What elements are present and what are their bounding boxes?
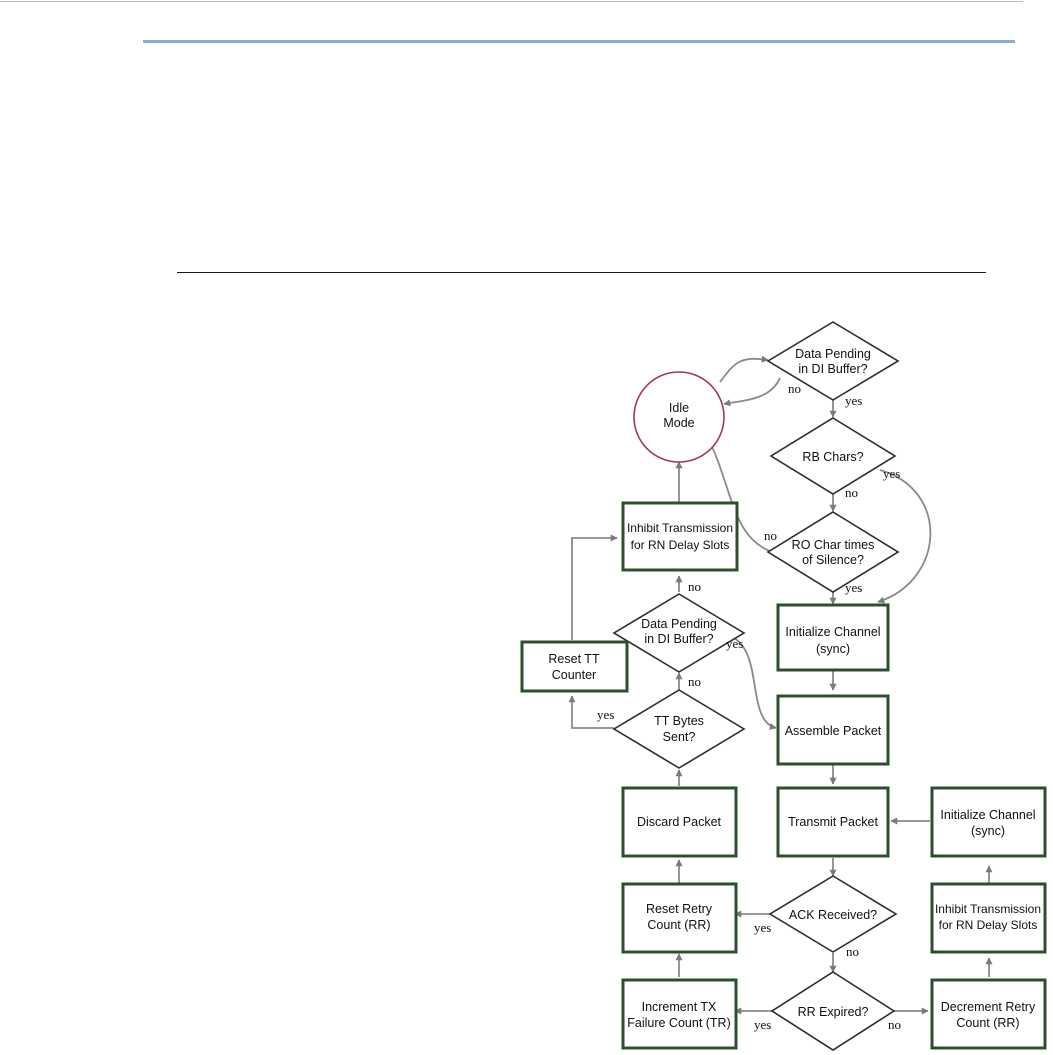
inhibit-left-line-2: for RN Delay Slots xyxy=(631,538,730,552)
edge-pending-left-yes-to-assemble xyxy=(729,635,777,730)
box-transmit xyxy=(776,786,890,858)
ro-char-line-2: of Silence? xyxy=(802,553,864,567)
label-rr-expired-no: no xyxy=(888,1017,901,1032)
idle-mode-line-2: Mode xyxy=(663,416,694,430)
box-increment-tx xyxy=(621,978,738,1050)
label-ack-yes: yes xyxy=(754,920,771,935)
box-decrement-retry xyxy=(930,978,1047,1050)
label-rr-expired-yes: yes xyxy=(754,1017,771,1032)
decision-tt-bytes-sent xyxy=(612,689,746,769)
edge-pending-top-no-to-idle xyxy=(723,377,781,407)
pending-top-line-1: Data Pending xyxy=(795,347,871,361)
ro-char-line-1: RO Char times xyxy=(792,538,875,552)
idle-mode-node: Idle Mode xyxy=(633,371,725,463)
label-ro-char-no: no xyxy=(764,528,777,543)
decision-ro-char-silence xyxy=(766,511,900,593)
rr-expired-label: RR Expired? xyxy=(798,1005,869,1019)
box-init-channel-right xyxy=(930,786,1047,858)
increment-tx-line-1: Increment TX xyxy=(642,1000,717,1014)
decision-data-pending-left xyxy=(612,593,746,673)
label-tt-bytes-no: no xyxy=(688,674,701,689)
reset-tt-line-2: Counter xyxy=(552,668,596,682)
ack-received-label: ACK Received? xyxy=(789,908,877,922)
reset-tt-line-1: Reset TT xyxy=(548,652,600,666)
flowchart-diagram: Idle Mode Data Pending in DI Buffer? RB … xyxy=(505,304,1053,1055)
decrement-retry-line-1: Decrement Retry xyxy=(941,1000,1036,1014)
label-rb-chars-no: no xyxy=(845,485,858,500)
decision-rr-expired xyxy=(770,971,896,1051)
box-discard xyxy=(621,786,738,858)
section-divider xyxy=(177,272,986,273)
box-inhibit-right xyxy=(930,882,1047,954)
assemble-label: Assemble Packet xyxy=(785,724,882,738)
top-border-line xyxy=(0,1,1023,2)
tt-bytes-line-2: Sent? xyxy=(663,730,696,744)
discard-label: Discard Packet xyxy=(637,815,722,829)
label-pending-top-yes: yes xyxy=(845,393,862,408)
label-pending-top-no: no xyxy=(788,381,801,396)
pending-left-line-2: in DI Buffer? xyxy=(644,632,713,646)
init-channel-mid-line-1: Initialize Channel xyxy=(785,625,880,639)
increment-tx-line-2: Failure Count (TR) xyxy=(627,1016,731,1030)
inhibit-right-line-2: for RN Delay Slots xyxy=(939,918,1038,932)
label-pending-left-no: no xyxy=(688,579,701,594)
init-channel-mid-line-2: (sync) xyxy=(816,642,850,656)
label-ro-char-yes: yes xyxy=(845,580,862,595)
decision-ack-received xyxy=(768,875,898,953)
box-assemble xyxy=(776,694,890,766)
rb-chars-label: RB Chars? xyxy=(802,450,863,464)
label-pending-left-yes: yes xyxy=(726,636,743,651)
box-init-channel-mid xyxy=(776,603,890,672)
inhibit-left-line-1: Inhibit Transmission xyxy=(627,521,733,535)
edge-reset-tt-to-inhibit-left xyxy=(571,534,618,640)
reset-retry-line-1: Reset Retry xyxy=(646,902,713,916)
init-channel-right-line-2: (sync) xyxy=(971,824,1005,838)
reset-retry-line-2: Count (RR) xyxy=(647,918,710,932)
label-tt-bytes-yes: yes xyxy=(597,707,614,722)
decision-rb-chars xyxy=(769,417,897,495)
init-channel-right-line-1: Initialize Channel xyxy=(940,808,1035,822)
pending-left-line-1: Data Pending xyxy=(641,617,717,631)
transmit-label: Transmit Packet xyxy=(788,815,878,829)
header-rule xyxy=(143,40,1015,43)
label-rb-chars-yes: yes xyxy=(883,466,900,481)
box-reset-tt xyxy=(520,640,629,693)
label-ack-no: no xyxy=(846,944,859,959)
box-reset-retry xyxy=(621,882,738,954)
pending-top-line-2: in DI Buffer? xyxy=(798,362,867,376)
decision-data-pending-top xyxy=(766,321,900,401)
decrement-retry-line-2: Count (RR) xyxy=(956,1016,1019,1030)
idle-mode-line-1: Idle xyxy=(669,401,689,415)
edge-rb-yes-to-init xyxy=(877,469,932,604)
edge-tt-yes-to-reset-tt xyxy=(568,695,614,729)
edge-idle-to-pending-top xyxy=(719,355,769,383)
box-inhibit-left xyxy=(621,501,739,572)
tt-bytes-line-1: TT Bytes xyxy=(654,714,704,728)
inhibit-right-line-1: Inhibit Transmission xyxy=(935,902,1041,916)
